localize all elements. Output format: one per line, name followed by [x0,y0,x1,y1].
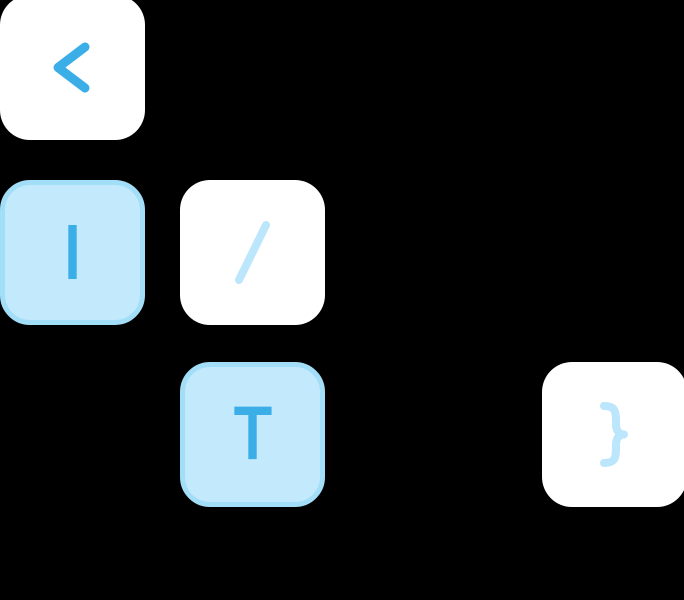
forward-slash-icon [180,180,325,325]
letter-t-icon [185,367,320,502]
right-curly-brace-icon [542,362,684,507]
tile-right-brace[interactable] [542,362,684,507]
vertical-bar-icon [5,185,140,320]
chevron-left-icon [0,0,145,140]
tile-pipe[interactable] [0,180,145,325]
tile-slash[interactable] [180,180,325,325]
tile-t[interactable] [180,362,325,507]
tile-less-than[interactable] [0,0,145,140]
